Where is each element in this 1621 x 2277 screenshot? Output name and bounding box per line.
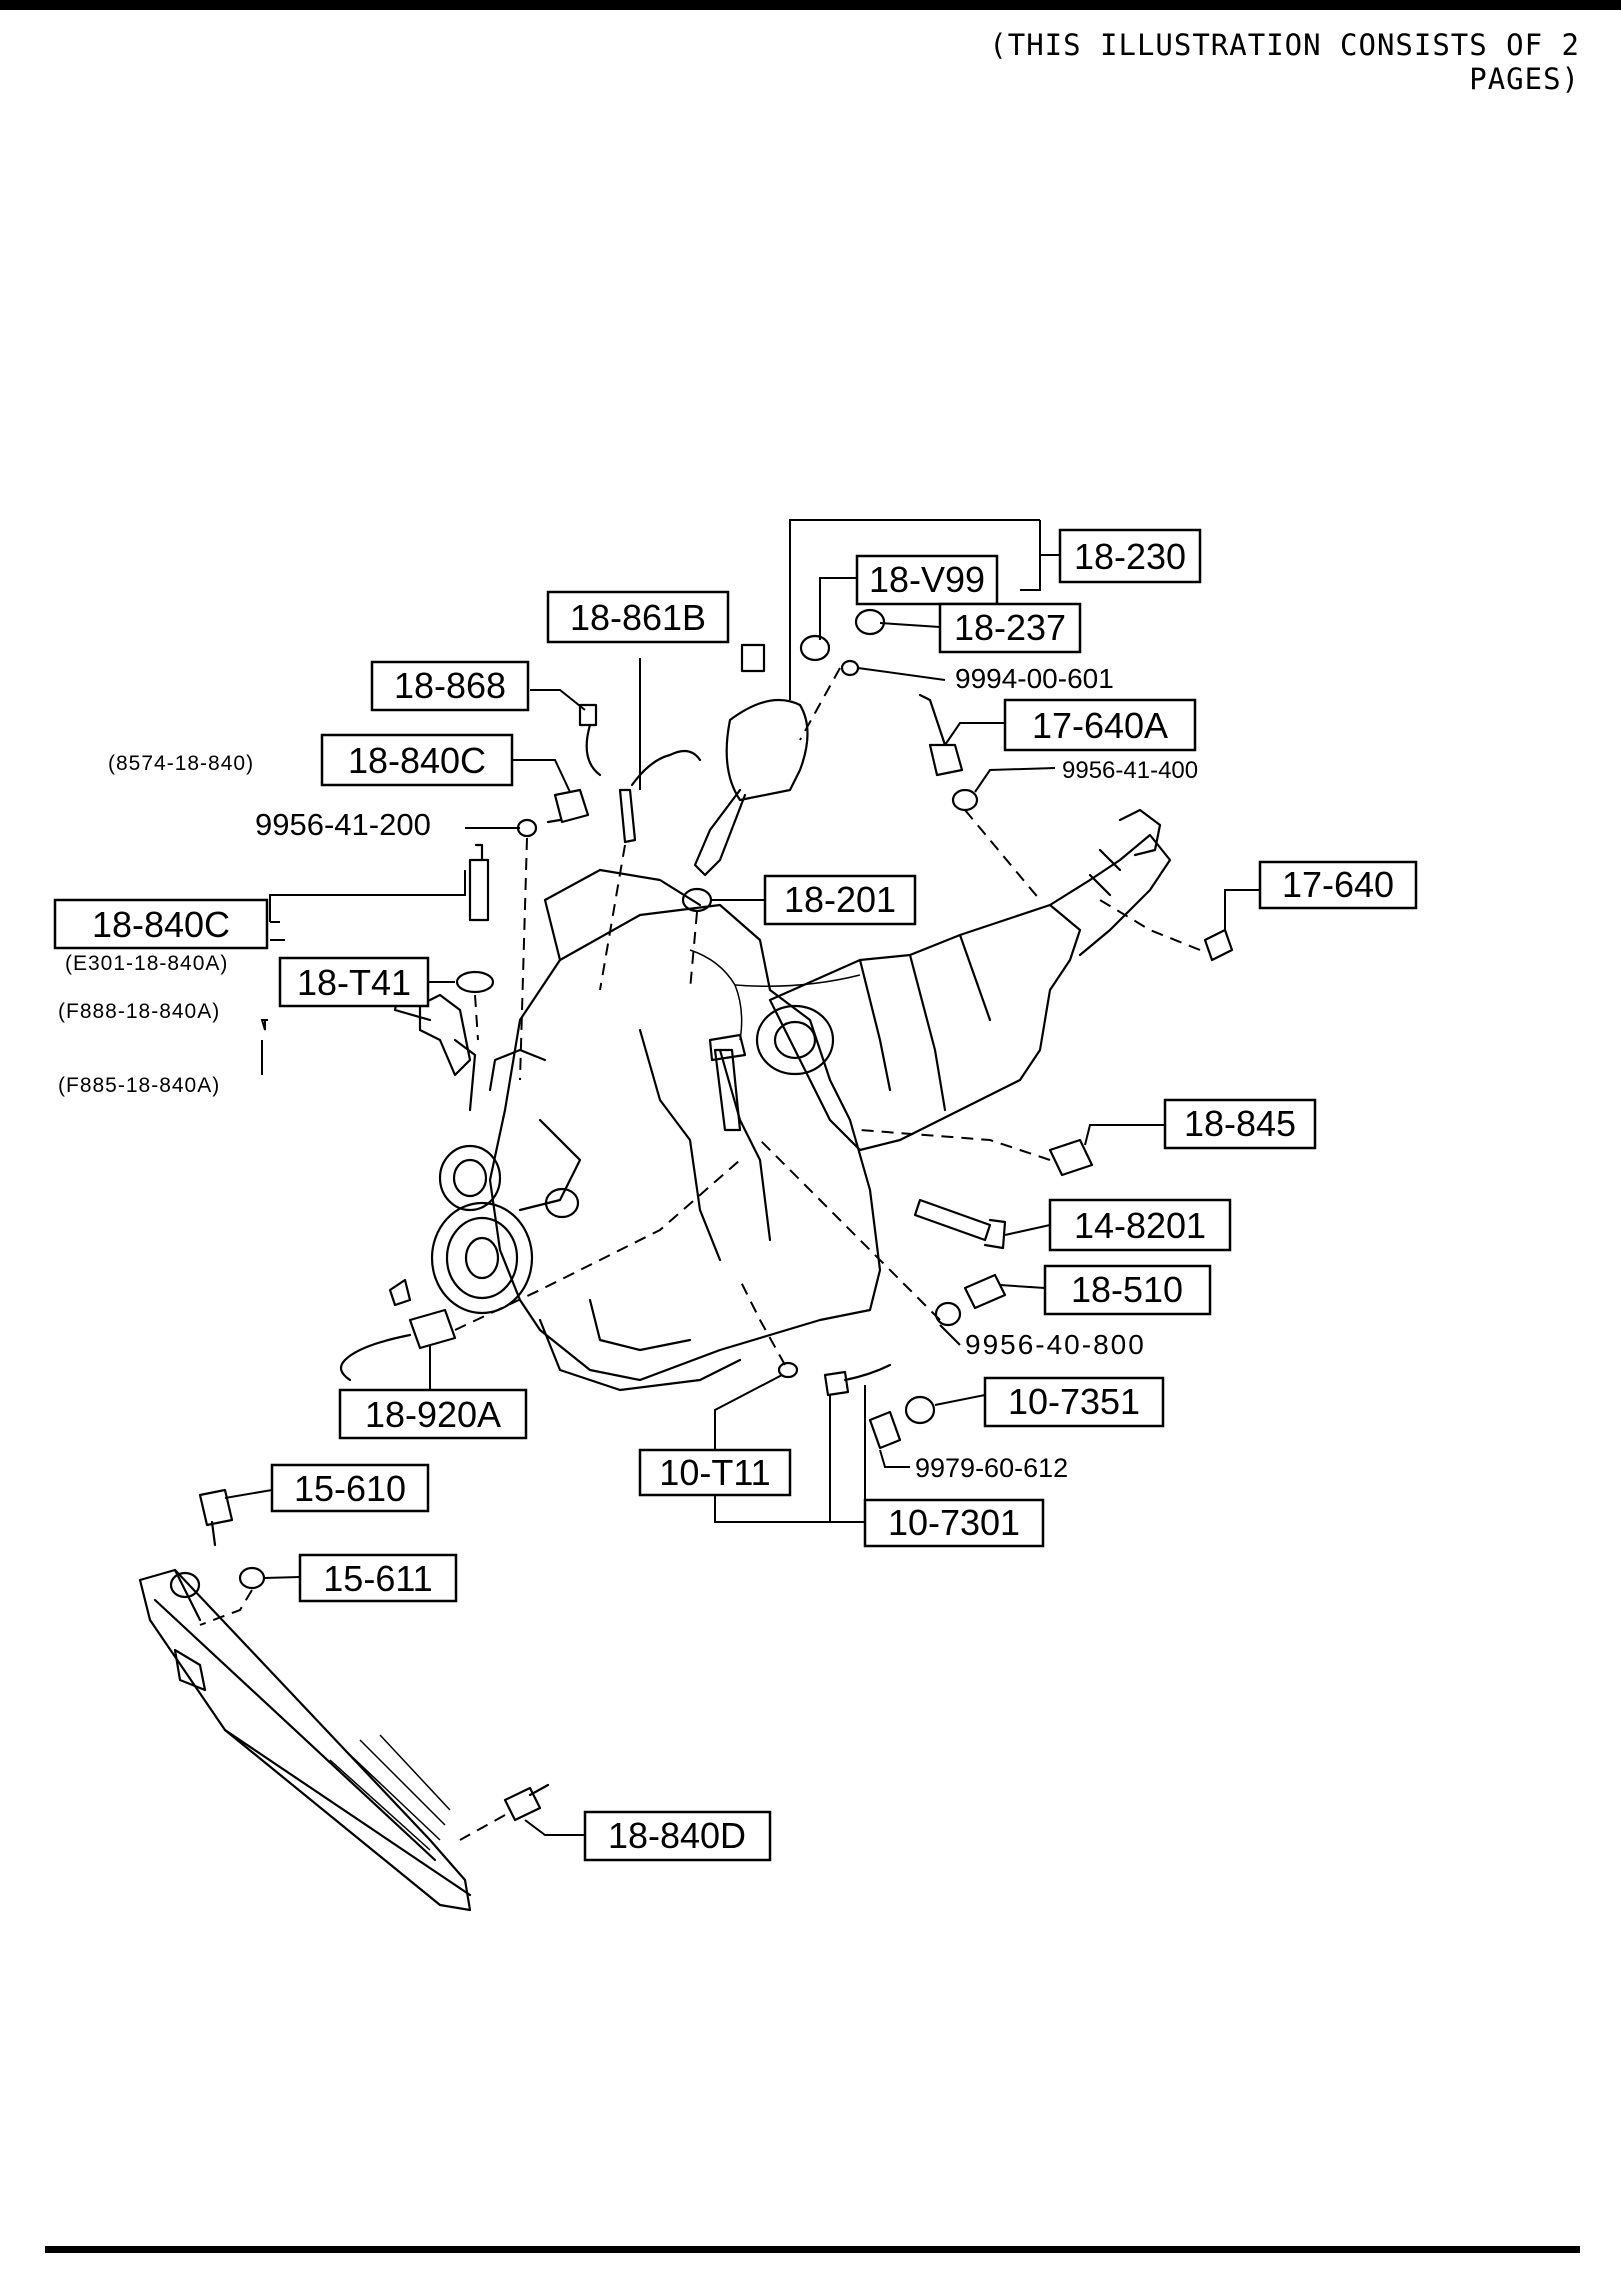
sensor-845-icon: [1048, 1138, 1094, 1177]
svg-text:14-8201: 14-8201: [1074, 1205, 1206, 1246]
label-15-611: 15-611: [298, 1553, 458, 1603]
svg-text:18-845: 18-845: [1184, 1103, 1296, 1144]
label-18-v99: 18-V99: [855, 554, 999, 606]
svg-text:10-7301: 10-7301: [888, 1502, 1020, 1543]
oxygen-sensor-icon: [618, 749, 702, 844]
sensor-510-icon: [963, 1273, 1007, 1310]
label-18-840c-top: 18-840C: [320, 733, 514, 787]
label-14-8201: 14-8201: [1048, 1198, 1232, 1252]
svg-text:18-T41: 18-T41: [297, 962, 411, 1003]
nut-icon: [840, 659, 860, 677]
label-8574-18-840: (8574-18-840): [108, 752, 254, 775]
svg-text:15-611: 15-611: [323, 1558, 432, 1599]
svg-text:15-610: 15-610: [294, 1468, 406, 1509]
label-18-845: 18-845: [1163, 1098, 1317, 1150]
top-rule: [0, 0, 1621, 10]
sensor-7301-icon: [823, 1363, 892, 1397]
svg-text:18-861B: 18-861B: [570, 597, 706, 638]
sensor-840d-icon: [503, 1783, 550, 1822]
svg-text:10-7351: 10-7351: [1008, 1381, 1140, 1422]
label-18-230: 18-230: [1058, 528, 1202, 584]
leader-lines: [224, 519, 1261, 1836]
label-f885-18-840a: (F885-18-840A): [58, 1074, 220, 1097]
label-15-610: 15-610: [270, 1463, 430, 1513]
label-18-840d: 18-840D: [583, 1810, 772, 1862]
switch-610-icon: [198, 1488, 234, 1547]
label-10-7351: 10-7351: [983, 1376, 1165, 1428]
sensor-920a-icon: [339, 1278, 457, 1382]
washer-400-icon: [951, 788, 979, 812]
assembly-dashed-lines: [199, 667, 1201, 1841]
bolt-8201-icon: [913, 1198, 1007, 1250]
seal-icon: [854, 608, 886, 636]
switch-640-icon: [1203, 928, 1234, 962]
svg-text:10-T11: 10-T11: [659, 1452, 770, 1493]
label-18-840c-left: 18-840C: [53, 898, 269, 950]
ring-t11-icon: [777, 1361, 799, 1379]
label-9956-41-400: 9956-41-400: [1062, 757, 1198, 784]
svg-text:18-237: 18-237: [954, 607, 1066, 648]
svg-text:18-840D: 18-840D: [608, 1815, 746, 1856]
sensor-840c-left-icon: [468, 843, 490, 922]
washer-200-icon: [516, 818, 538, 838]
o-ring-201-icon: [681, 887, 713, 913]
washer-611-icon: [238, 1566, 266, 1590]
plain-labels: 9994-00-601 9956-41-400 9956-41-200 9956…: [58, 663, 1198, 1483]
svg-text:18-230: 18-230: [1074, 536, 1186, 577]
sensor-7351-icon: [904, 1395, 936, 1425]
switch-640a-icon: [918, 693, 964, 777]
label-f888-18-840a: (F888-18-840A): [58, 1000, 220, 1023]
distributor-icon: [693, 698, 809, 877]
label-18-t41: 18-T41: [278, 956, 430, 1008]
svg-text:18-510: 18-510: [1071, 1269, 1183, 1310]
bolt-612-icon: [868, 1410, 902, 1450]
label-18-868: 18-868: [370, 660, 530, 712]
label-9956-41-200: 9956-41-200: [255, 807, 431, 842]
label-9956-40-800: 9956-40-800: [965, 1329, 1146, 1360]
label-10-7301: 10-7301: [863, 1498, 1045, 1548]
page-count-note: (THIS ILLUSTRATION CONSISTS OF 2 PAGES): [989, 28, 1580, 96]
label-e301-18-840a: (E301-18-840A): [65, 952, 228, 975]
label-17-640a: 17-640A: [1003, 698, 1197, 752]
svg-text:17-640A: 17-640A: [1032, 705, 1168, 746]
label-18-201: 18-201: [763, 874, 917, 926]
svg-text:18-868: 18-868: [394, 665, 506, 706]
label-17-640: 17-640: [1258, 860, 1418, 910]
boxed-labels: 18-230 18-V99 18-237 18-861B 18-868 17-6…: [53, 528, 1418, 1862]
distributor-connector-icon: [740, 643, 766, 673]
cap-icon: [799, 634, 831, 662]
washer-800-icon: [934, 1301, 962, 1327]
svg-text:18-V99: 18-V99: [869, 559, 985, 600]
label-18-920a: 18-920A: [338, 1388, 528, 1440]
svg-text:18-840C: 18-840C: [92, 904, 230, 945]
bottom-rule: [45, 2246, 1580, 2253]
svg-text:18-201: 18-201: [784, 879, 896, 920]
radiator-drawing: [138, 1568, 472, 1912]
label-18-237: 18-237: [938, 602, 1082, 654]
svg-text:18-920A: 18-920A: [365, 1394, 501, 1435]
label-9979-60-612: 9979-60-612: [915, 1453, 1068, 1483]
sensor-868-icon: [578, 703, 602, 777]
label-9994-00-601: 9994-00-601: [955, 663, 1114, 694]
svg-text:17-640: 17-640: [1282, 864, 1394, 905]
svg-text:18-840C: 18-840C: [348, 740, 486, 781]
label-18-510: 18-510: [1043, 1264, 1212, 1316]
label-10-t11: 10-T11: [638, 1448, 792, 1497]
o-ring-t41-icon: [455, 970, 495, 994]
label-18-861b: 18-861B: [546, 590, 730, 644]
sensor-840c-top-icon: [546, 788, 590, 824]
